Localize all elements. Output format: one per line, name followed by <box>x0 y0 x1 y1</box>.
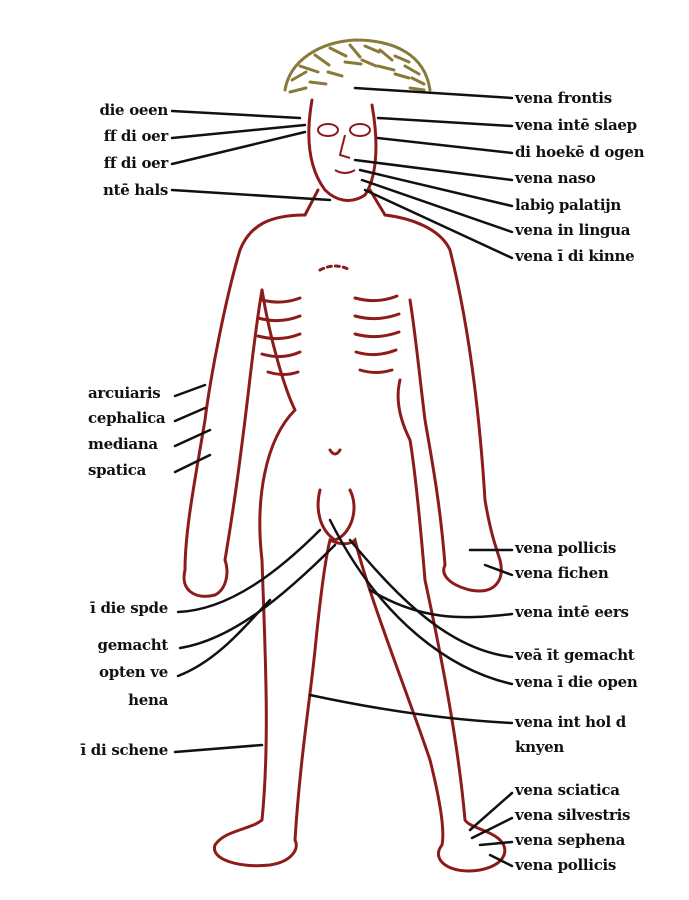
label-di-oer-2: ff di oer <box>103 154 169 172</box>
label-vena-pollicis-foot: vena pollicis <box>515 856 617 874</box>
label-di-oer-1: ff di oer <box>103 127 169 145</box>
label-vena-frontis: vena frontis <box>515 89 612 107</box>
label-opten-ve: opten ve <box>99 663 168 681</box>
label-arcuiaris: arcuiaris <box>88 384 161 402</box>
label-di-schene: ī di schene <box>80 741 168 759</box>
label-vena-fichen: vena fichen <box>515 564 609 582</box>
label-vena-slaep: vena intē slaep <box>515 116 637 134</box>
label-labius-palatijn: labiꝯ palatijn <box>515 196 622 214</box>
leader-lines <box>170 86 514 868</box>
label-vena-lingua: vena in lingua <box>515 221 631 239</box>
label-mediana: mediana <box>88 435 158 453</box>
label-vena-naso: vena naso <box>515 169 596 187</box>
label-vena-sciatica: vena sciatica <box>515 781 620 799</box>
body-outline <box>182 98 507 873</box>
label-cephalica: cephalica <box>88 409 166 427</box>
label-vena-kinne: vena ī di kinne <box>515 247 635 265</box>
label-vena-open: vena ī die open <box>515 673 638 691</box>
label-hals: ntē hals <box>103 181 168 199</box>
label-spatica: spatica <box>88 461 147 479</box>
label-hoeken-ogen: di hoekē d ogen <box>515 143 645 161</box>
label-vena-silvestris: vena silvestris <box>515 806 631 824</box>
label-hena: hena <box>128 691 168 709</box>
label-vena-sephena: vena sephena <box>515 831 626 849</box>
label-die-oeen: die oeen <box>99 101 168 119</box>
label-die-spde: ī die spde <box>90 599 168 617</box>
hair <box>283 38 432 94</box>
label-vena-eers: vena intē eers <box>515 603 629 621</box>
label-gemacht: gemacht <box>97 636 169 654</box>
label-vena-gemacht: veā īt gemacht <box>515 646 635 664</box>
face <box>317 123 371 174</box>
label-vena-hol: vena int hol d <box>515 713 626 731</box>
label-knyen: knyen <box>515 738 564 756</box>
label-vena-pollicis-hand: vena pollicis <box>515 539 617 557</box>
